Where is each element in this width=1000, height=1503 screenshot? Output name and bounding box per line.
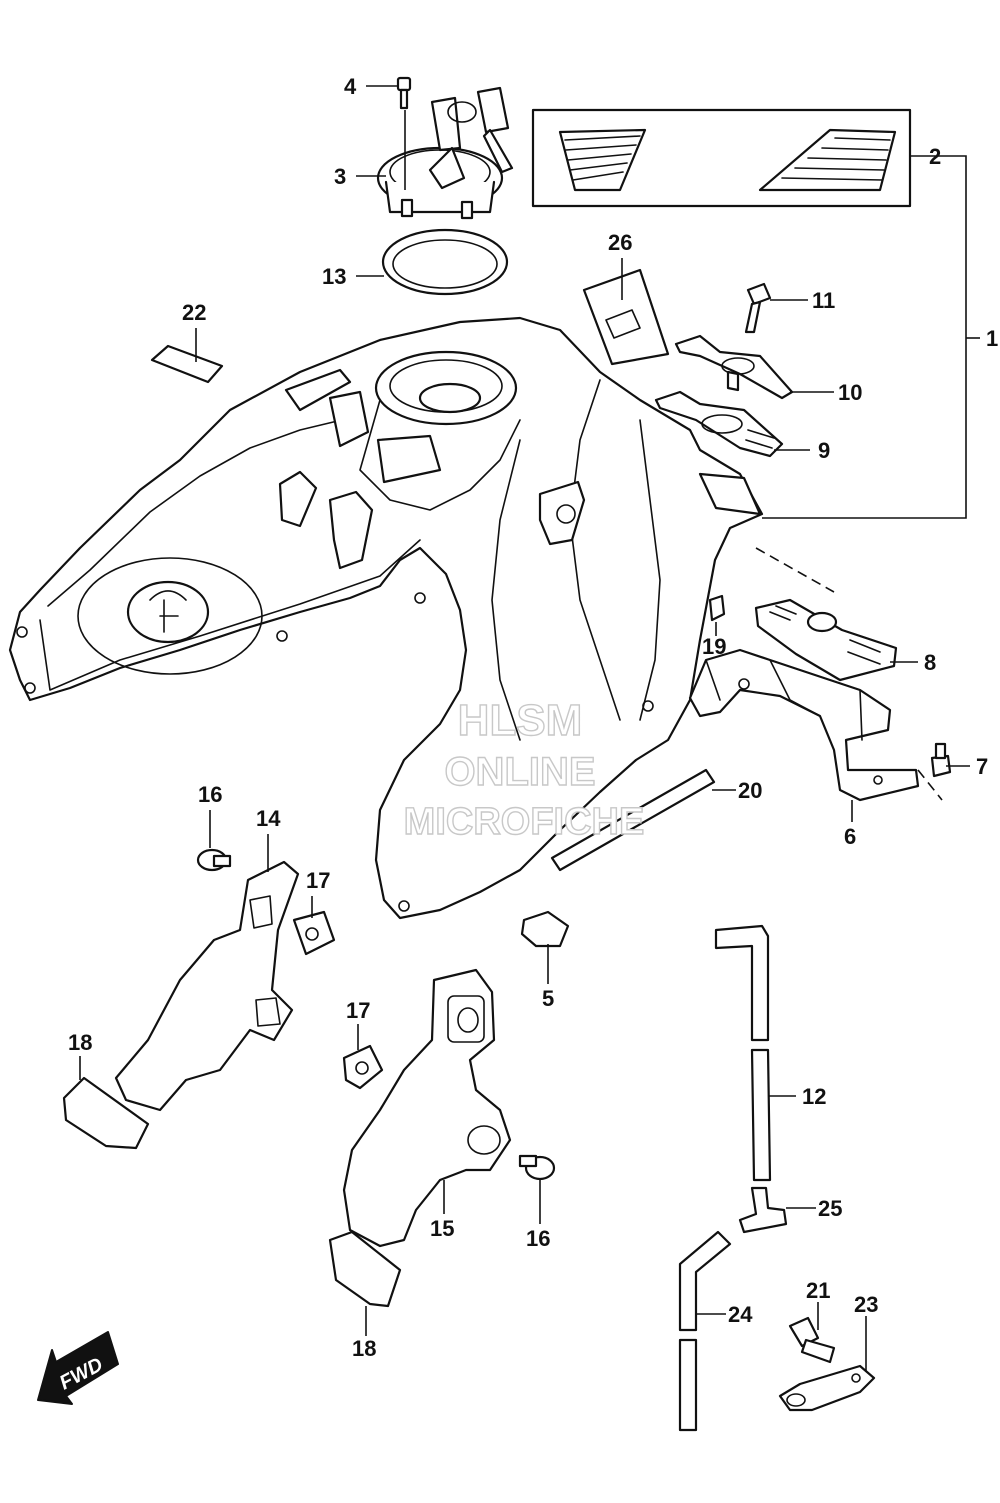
- part-8-damper: [754, 598, 898, 682]
- callout-17-lower: 17: [346, 998, 370, 1023]
- part-14-bracket: [114, 860, 300, 1112]
- callout-numbers: 1 2 3 4 5 6 7 8 9 10 11 12 13 14 15 16 1…: [68, 74, 998, 1361]
- part-22-pad: [150, 344, 224, 384]
- part-13-gasket: [381, 228, 509, 296]
- part-16-screw-upper: [196, 848, 232, 872]
- part-20-strip: [550, 768, 716, 872]
- part-2-decal-set: [531, 108, 912, 208]
- part-6-bracket: [688, 648, 920, 802]
- callout-18-upper: 18: [68, 1030, 92, 1055]
- part-26-label: [582, 268, 670, 366]
- part-3-fuel-cap: [376, 86, 514, 220]
- callout-23: 23: [854, 1292, 878, 1317]
- callout-4: 4: [344, 74, 357, 99]
- callout-21: 21: [806, 1278, 830, 1303]
- part-7-bolt: [930, 742, 952, 778]
- callout-8: 8: [924, 650, 936, 675]
- part-19-clip: [708, 594, 726, 622]
- callout-1: 1: [986, 326, 998, 351]
- watermark-line-2: ONLINE: [444, 750, 595, 794]
- watermark-line-3: MICROFICHE: [404, 801, 645, 843]
- callout-13: 13: [322, 264, 346, 289]
- callout-24: 24: [728, 1302, 753, 1327]
- part-18-pad-upper: [62, 1076, 150, 1150]
- part-11-bolt: [744, 282, 772, 334]
- callout-16-upper: 16: [198, 782, 222, 807]
- callout-19: 19: [702, 634, 726, 659]
- callout-9: 9: [818, 438, 830, 463]
- watermark: HLSM ONLINE MICROFICHE: [403, 695, 645, 843]
- callout-26: 26: [608, 230, 632, 255]
- callout-12: 12: [802, 1084, 826, 1109]
- callout-10: 10: [838, 380, 862, 405]
- callout-14: 14: [256, 806, 281, 831]
- callout-7: 7: [976, 754, 988, 779]
- callout-22: 22: [182, 300, 206, 325]
- part-24-hose: [678, 1230, 732, 1432]
- part-17-nut-lower: [342, 1044, 384, 1090]
- part-16-screw-lower: [518, 1154, 556, 1181]
- part-12-hose: [714, 924, 772, 1182]
- callout-5: 5: [542, 986, 554, 1011]
- forward-arrow-icon: FWD: [37, 1331, 119, 1405]
- leader-lines: [79, 85, 980, 1372]
- part-18-pad-lower: [328, 1230, 402, 1308]
- callout-18-lower: 18: [352, 1336, 376, 1361]
- callout-6: 6: [844, 824, 856, 849]
- part-10-bracket: [674, 334, 794, 400]
- part-5-clip: [520, 910, 570, 948]
- part-23-clamp: [778, 1364, 876, 1412]
- callout-15: 15: [430, 1216, 454, 1241]
- callout-25: 25: [818, 1196, 842, 1221]
- callout-17-upper: 17: [306, 868, 330, 893]
- part-15-bracket: [342, 968, 512, 1248]
- callout-11: 11: [812, 288, 835, 313]
- watermark-line-1: HLSM: [458, 696, 583, 745]
- callout-3: 3: [334, 164, 346, 189]
- part-21-bolt: [788, 1316, 836, 1364]
- callout-2: 2: [929, 144, 941, 169]
- part-25-tee-joint: [738, 1186, 788, 1234]
- part-1-fuel-tank: [8, 316, 764, 920]
- callout-20: 20: [738, 778, 762, 803]
- callout-16-lower: 16: [526, 1226, 550, 1251]
- part-17-nut-upper: [292, 910, 336, 956]
- part-4-screw: [396, 76, 412, 110]
